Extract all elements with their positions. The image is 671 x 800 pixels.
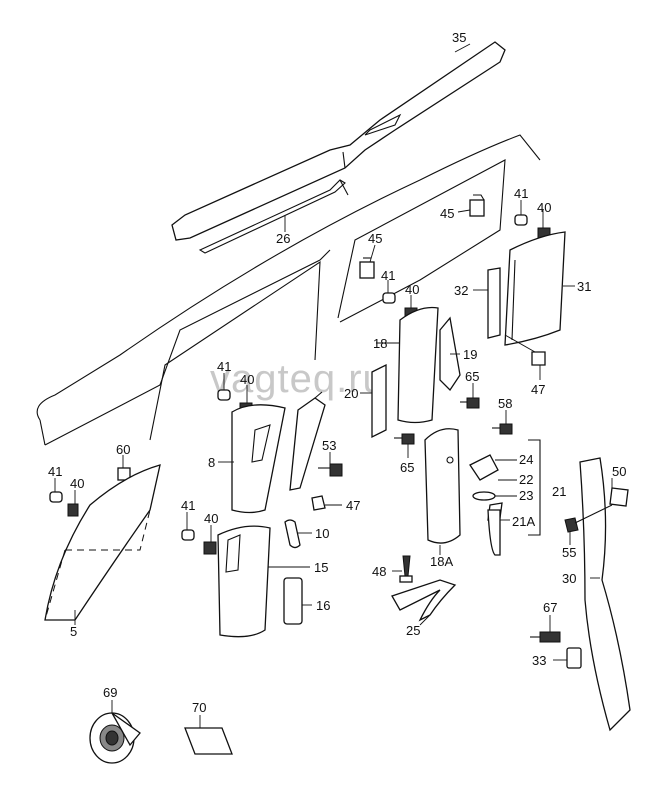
callout-69: 69 xyxy=(103,685,117,700)
watermark: vagteq.ru xyxy=(210,357,386,401)
callout-53: 53 xyxy=(322,438,336,453)
callout-21a: 21A xyxy=(512,514,535,529)
part-53-screw xyxy=(318,452,343,477)
callout-25: 25 xyxy=(406,623,420,638)
callout-70: 70 xyxy=(192,700,206,715)
callout-58: 58 xyxy=(498,396,512,411)
part-pillar-bracket xyxy=(289,391,326,491)
callout-23: 23 xyxy=(519,488,533,503)
part-47-clip-mid xyxy=(311,495,342,511)
callout-20: 20 xyxy=(344,386,358,401)
callout-22: 22 xyxy=(519,472,533,487)
callout-41-mid: 41 xyxy=(381,268,395,283)
body-outline xyxy=(36,134,541,446)
part-60-clip xyxy=(117,455,131,481)
part-58-screw xyxy=(492,410,513,435)
callout-5: 5 xyxy=(70,624,77,639)
callout-40-low: 40 xyxy=(204,511,218,526)
callout-50: 50 xyxy=(612,464,626,479)
part-65-screw-bot xyxy=(394,433,415,458)
callout-45-top: 45 xyxy=(440,206,454,221)
callout-55: 55 xyxy=(562,545,576,560)
part-55-screw xyxy=(564,504,613,545)
part-32-bracket xyxy=(473,267,501,339)
callout-60: 60 xyxy=(116,442,130,457)
callout-45-left: 45 xyxy=(368,231,382,246)
callout-labels: 35 26 41 40 45 45 41 40 31 32 18 19 47 4… xyxy=(48,30,626,715)
callout-41-low: 41 xyxy=(181,498,195,513)
part-10-clip xyxy=(284,519,312,549)
part-18a-pillar-trim xyxy=(424,428,461,555)
callout-48: 48 xyxy=(372,564,386,579)
callout-21: 21 xyxy=(552,484,566,499)
part-20-bracket xyxy=(360,363,387,439)
part-47-clip-right xyxy=(504,334,546,380)
callout-40-far: 40 xyxy=(70,476,84,491)
callout-16: 16 xyxy=(316,598,330,613)
part-26-strip xyxy=(198,179,349,254)
callout-65-bot: 65 xyxy=(400,460,414,475)
part-15-pillar-trim xyxy=(217,525,310,638)
callout-40-top: 40 xyxy=(537,200,551,215)
callout-35: 35 xyxy=(452,30,466,45)
part-33-clip xyxy=(553,647,582,669)
part-30-trim-strip xyxy=(579,457,631,732)
callout-30: 30 xyxy=(562,571,576,586)
part-8-pillar-trim xyxy=(218,404,286,514)
callout-67: 67 xyxy=(543,600,557,615)
callout-40-left: 40 xyxy=(240,372,254,387)
part-24-22-23-21-belt-parts xyxy=(469,439,541,556)
part-35-rail-trim xyxy=(171,41,506,241)
screw-set-41-40-low xyxy=(181,512,217,555)
part-16-cover xyxy=(283,577,312,625)
part-18-pillar-trim xyxy=(376,306,439,424)
callout-41-left: 41 xyxy=(217,359,231,374)
part-69-tape-roll xyxy=(89,700,141,764)
callout-40-mid: 40 xyxy=(405,282,419,297)
callout-65-top: 65 xyxy=(465,369,479,384)
part-65-screw-top xyxy=(460,383,480,409)
callout-24: 24 xyxy=(519,452,533,467)
callout-47-right: 47 xyxy=(531,382,545,397)
callout-18a: 18A xyxy=(430,554,453,569)
callout-33: 33 xyxy=(532,653,546,668)
part-67-rivet xyxy=(530,615,561,643)
part-25-bracket xyxy=(391,579,457,626)
callout-19: 19 xyxy=(463,347,477,362)
callout-31: 31 xyxy=(577,279,591,294)
callout-47-mid: 47 xyxy=(346,498,360,513)
part-50-clip xyxy=(609,478,629,507)
part-45-clip-left xyxy=(359,244,376,279)
callout-41-top: 41 xyxy=(514,186,528,201)
callout-8: 8 xyxy=(208,455,215,470)
callout-10: 10 xyxy=(315,526,329,541)
part-45-clip-top xyxy=(457,194,485,217)
part-5-pillar-trim xyxy=(44,464,161,625)
screw-set-41-40-far xyxy=(49,478,79,517)
callout-15: 15 xyxy=(314,560,328,575)
part-19-strip xyxy=(439,316,461,392)
callout-26: 26 xyxy=(276,231,290,246)
callout-32: 32 xyxy=(454,283,468,298)
callout-18: 18 xyxy=(373,336,387,351)
part-70-pad xyxy=(184,715,233,755)
part-48-bolt xyxy=(392,555,413,583)
part-31-pillar-trim xyxy=(504,231,575,346)
callout-41-far: 41 xyxy=(48,464,62,479)
